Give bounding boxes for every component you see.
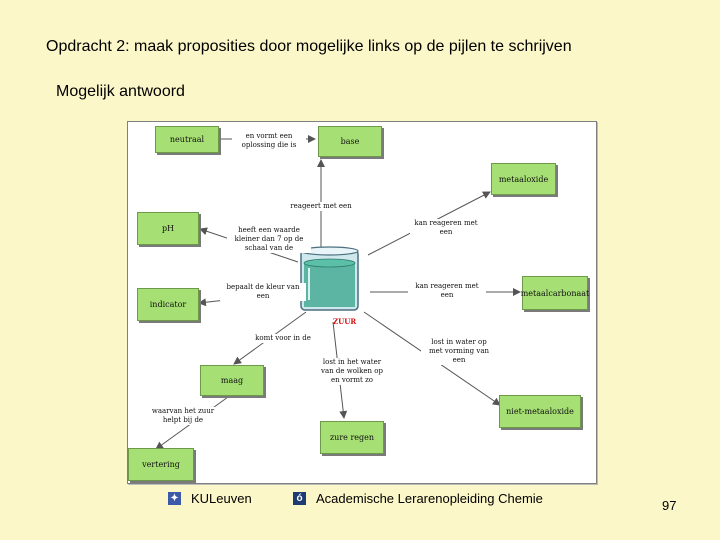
link-label-neutraal-base: en vormt een oplossing die is (232, 132, 306, 150)
slide-subtitle: Mogelijk antwoord (56, 83, 185, 100)
node-niet-metaaloxide: niet-metaaloxide (499, 395, 581, 428)
node-zure-regen: zure regen (320, 421, 384, 454)
link-label-vertering: waarvan het zuur helpt bij de (146, 407, 220, 425)
node-metaalcarbonaat: metaalcarbonaat (521, 276, 589, 310)
node-vertering: vertering (128, 448, 194, 481)
link-label-niet-metaaloxide: lost in water op met vorming van een (421, 338, 497, 365)
link-label-zure-regen: lost in het water van de wolken op en vo… (312, 358, 392, 385)
footer-alo-label: Academische Lerarenopleiding Chemie (316, 491, 543, 506)
node-ph: pH (137, 212, 199, 245)
beaker-icon (300, 246, 359, 311)
link-label-maag: komt voor in de (246, 334, 320, 343)
node-maag: maag (200, 365, 264, 396)
concept-map: neutraal base metaaloxide pH indicator m… (127, 121, 597, 484)
footer-alo: ó Academische Lerarenopleiding Chemie (293, 491, 543, 506)
alo-logo-icon: ó (293, 492, 306, 505)
center-label-zuur: ZUUR (333, 317, 357, 326)
node-metaaloxide: metaaloxide (491, 163, 556, 195)
page-number: 97 (662, 498, 677, 513)
link-label-metaaloxide: kan reageren met een (410, 219, 482, 237)
node-neutraal: neutraal (155, 126, 219, 153)
link-label-indicator: bepaalt de kleur van een (220, 283, 306, 301)
link-label-base: reageert met een (288, 202, 354, 211)
link-label-ph: heeft een waarde kleiner dan 7 op de sch… (227, 226, 311, 253)
footer-kuleuven-label: KULeuven (191, 491, 252, 506)
concept-map-arrows (155, 135, 521, 450)
kuleuven-logo-icon: ✦ (168, 492, 181, 505)
slide-title: Opdracht 2: maak proposities door mogeli… (46, 38, 572, 55)
node-base: base (318, 126, 382, 157)
link-label-metaalcarbonaat: kan reageren met een (408, 282, 486, 300)
footer-kuleuven: ✦ KULeuven (168, 491, 252, 506)
node-indicator: indicator (137, 288, 199, 321)
